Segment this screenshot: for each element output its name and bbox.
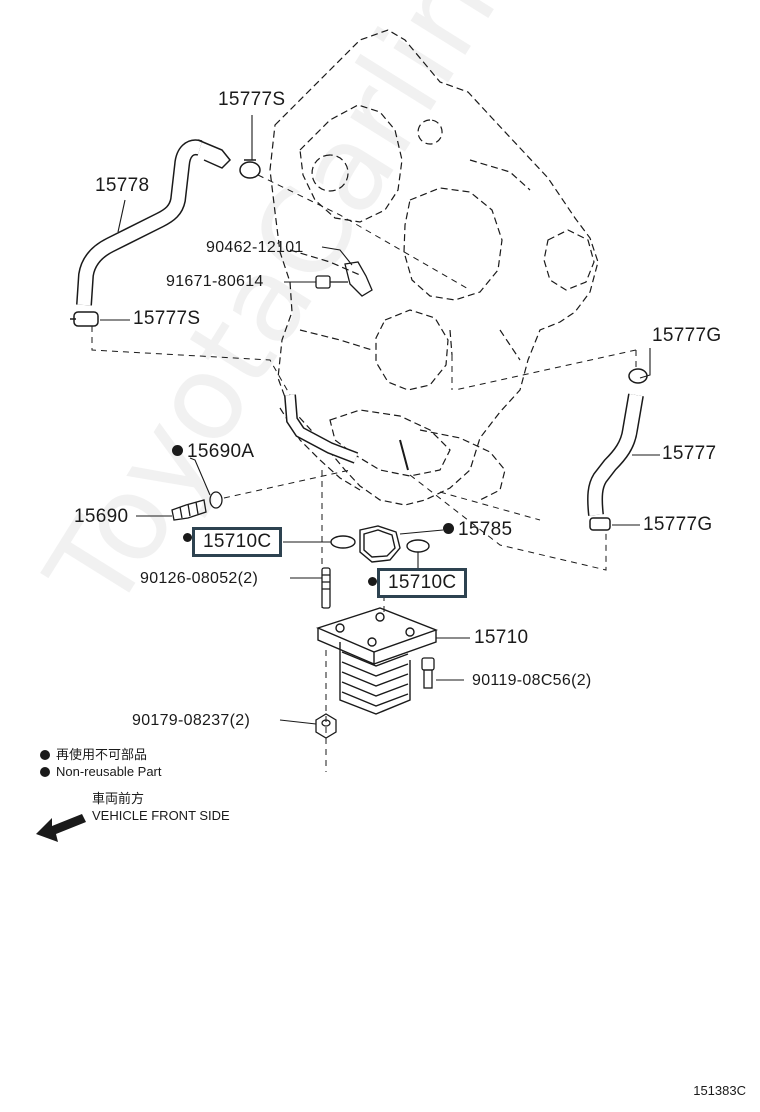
part-label-91671-80614[interactable]: 91671-80614 bbox=[166, 273, 264, 290]
part-label-15777G-top[interactable]: 15777G bbox=[652, 325, 722, 346]
timing-cover-housing bbox=[269, 29, 599, 506]
highlight-box-15710C-right[interactable]: 15710C bbox=[377, 568, 468, 598]
part-number-15690A: 15690A bbox=[187, 441, 255, 462]
filled-circle-icon bbox=[40, 749, 50, 760]
part-label-15710C-right[interactable] bbox=[368, 572, 379, 594]
direction-label-jp: 車両前方 bbox=[92, 791, 145, 806]
part-label-90119-08C56[interactable]: 90119-08C56(2) bbox=[472, 672, 592, 689]
part-number-15710C-left: 15710C bbox=[203, 531, 272, 552]
hose-15777-graphic bbox=[587, 368, 648, 531]
legend-jp-text: 再使用不可部品 bbox=[56, 747, 148, 762]
filled-circle-icon bbox=[368, 577, 377, 587]
part-label-15777G-bottom[interactable]: 15777G bbox=[643, 514, 713, 535]
part-number-15710C-right: 15710C bbox=[388, 572, 457, 593]
filled-circle-icon bbox=[443, 523, 454, 535]
bolt-bracket-graphic bbox=[315, 261, 373, 297]
legend-en-text: Non-reusable Part bbox=[56, 764, 162, 779]
guide-lines bbox=[91, 174, 637, 772]
gaskets-graphic bbox=[330, 525, 430, 563]
sensor-15690-graphic bbox=[171, 491, 223, 521]
part-label-90462-12101[interactable]: 90462-12101 bbox=[206, 239, 304, 256]
part-label-15690A[interactable]: 15690A bbox=[172, 441, 254, 463]
bolt-90119-graphic bbox=[421, 657, 435, 689]
legend-non-reusable-en: Non-reusable Part bbox=[40, 764, 162, 779]
filled-circle-icon bbox=[183, 533, 192, 543]
part-label-15690[interactable]: 15690 bbox=[74, 506, 129, 527]
part-label-15785[interactable]: 15785 bbox=[443, 519, 512, 541]
hose-15778-graphic bbox=[70, 139, 261, 327]
oil-cooler-graphic bbox=[316, 607, 438, 715]
part-label-15777S-bottom[interactable]: 15777S bbox=[133, 308, 201, 329]
part-label-90126-08052[interactable]: 90126-08052(2) bbox=[140, 570, 259, 587]
part-label-15777[interactable]: 15777 bbox=[662, 443, 717, 464]
part-label-90179-08237[interactable]: 90179-08237(2) bbox=[132, 712, 251, 729]
pipe-graphic bbox=[284, 394, 409, 471]
part-number-15785: 15785 bbox=[458, 519, 513, 540]
direction-label-en: VEHICLE FRONT SIDE bbox=[92, 808, 230, 823]
part-label-15710C-left[interactable] bbox=[183, 528, 194, 550]
filled-circle-icon bbox=[172, 445, 183, 457]
arrow-left-down-icon bbox=[36, 814, 86, 842]
part-label-15710[interactable]: 15710 bbox=[474, 627, 529, 648]
diagram-code: 151383C bbox=[693, 1083, 746, 1098]
stud-graphic bbox=[321, 567, 331, 609]
part-label-15777S-top[interactable]: 15777S bbox=[218, 89, 286, 110]
filled-circle-icon bbox=[40, 766, 50, 777]
part-label-15778[interactable]: 15778 bbox=[95, 175, 150, 196]
highlight-box-15710C-left[interactable]: 15710C bbox=[192, 527, 283, 557]
legend-non-reusable-jp: 再使用不可部品 bbox=[40, 744, 147, 763]
leader-lines bbox=[100, 115, 660, 725]
